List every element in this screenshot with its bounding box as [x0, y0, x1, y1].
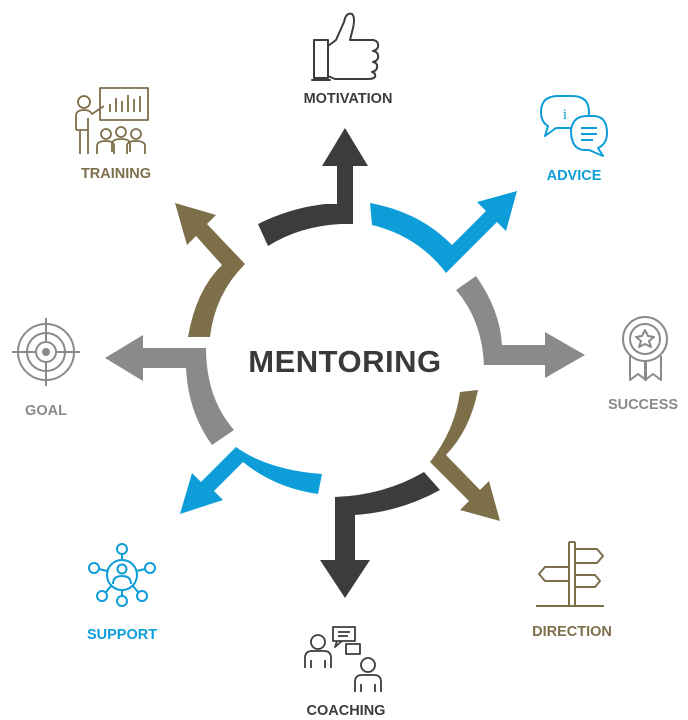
- node-label-goal: GOAL: [25, 403, 67, 419]
- node-label-training: TRAINING: [81, 166, 151, 182]
- node-label-direction: DIRECTION: [532, 624, 612, 640]
- award-medal-icon: [622, 316, 668, 381]
- center-title: MENTORING: [248, 344, 441, 379]
- node-label-coaching: COACHING: [307, 703, 386, 719]
- signpost-icon: [536, 541, 604, 607]
- arrow-success: [456, 276, 585, 378]
- arrow-goal: [105, 335, 234, 445]
- arrow-motivation: [258, 128, 368, 246]
- thumbs-up-icon: [311, 12, 380, 81]
- presentation-icon: [75, 87, 149, 154]
- network-person-icon: [88, 543, 156, 607]
- arrow-support: [180, 447, 322, 514]
- arrow-direction: [430, 390, 500, 521]
- target-icon: [12, 318, 80, 386]
- arrow-advice: [370, 191, 517, 273]
- node-label-support: SUPPORT: [87, 627, 157, 643]
- arrow-coaching: [320, 472, 440, 598]
- svg-text:i: i: [563, 107, 567, 123]
- speech-bubbles-info-icon: i: [540, 95, 608, 157]
- node-label-success: SUCCESS: [608, 397, 678, 413]
- ring-arrows: [105, 128, 585, 598]
- conversation-people-icon: [304, 626, 382, 692]
- arrow-training: [175, 203, 245, 337]
- node-label-motivation: MOTIVATION: [304, 91, 393, 107]
- node-label-advice: ADVICE: [547, 168, 602, 184]
